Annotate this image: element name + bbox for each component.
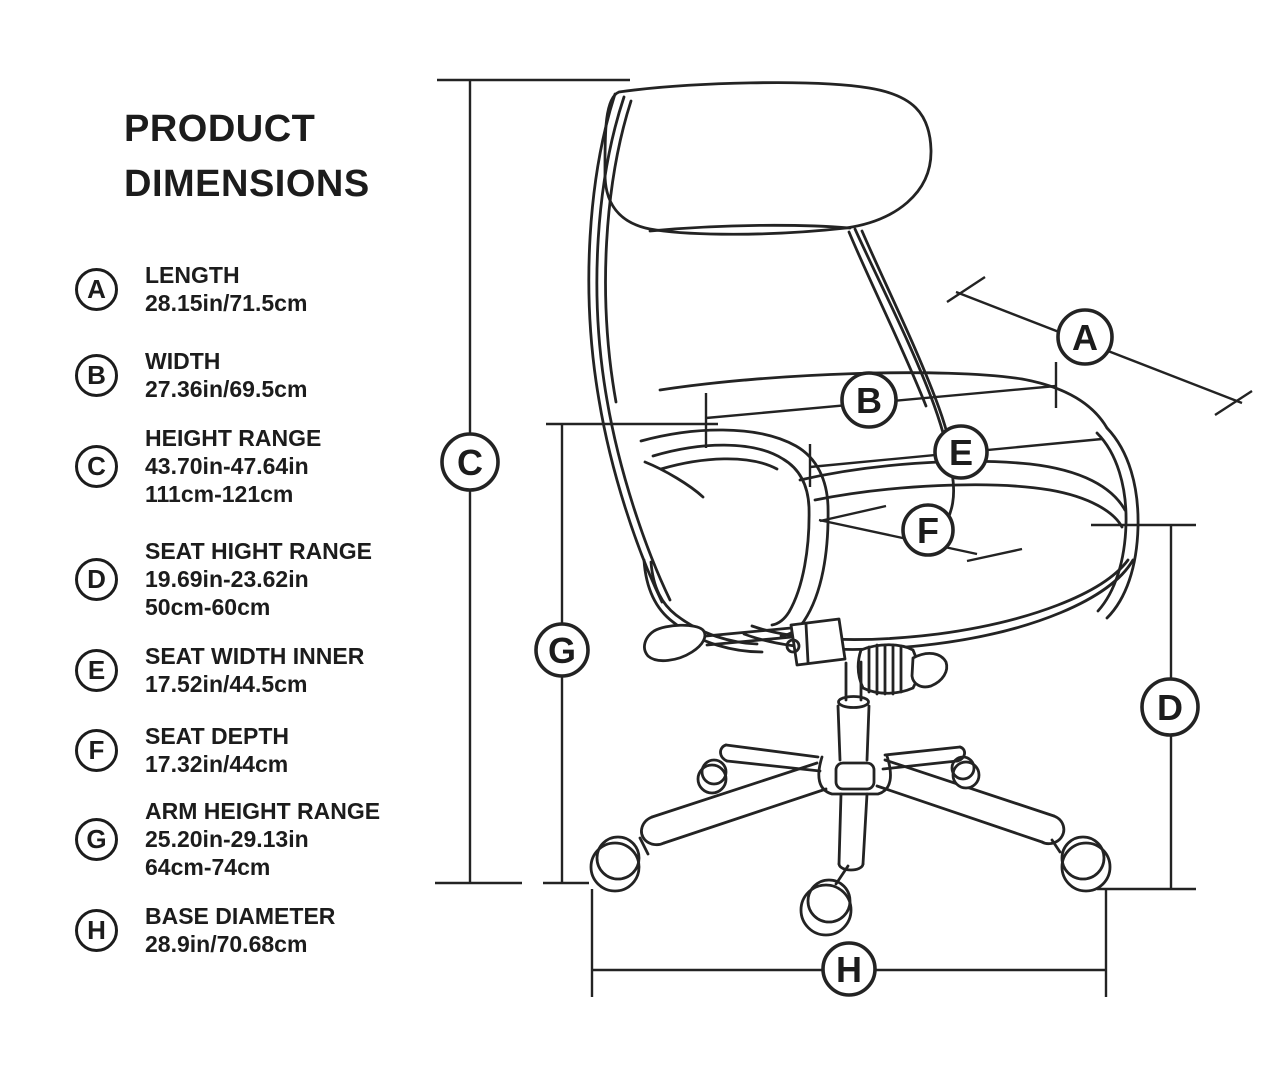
legend-text-base-diameter: BASE DIAMETER 28.9in/70.68cm bbox=[145, 902, 335, 958]
chair-backrest-frame bbox=[587, 92, 672, 604]
marker-c-letter: C bbox=[457, 442, 483, 483]
legend-letter-badge-f: F bbox=[75, 728, 118, 772]
legend-label: HEIGHT RANGE bbox=[145, 425, 322, 451]
chair-seat bbox=[642, 459, 1135, 654]
marker-c: C bbox=[440, 432, 500, 492]
chair-tilt-mechanism bbox=[643, 617, 949, 696]
chair-shoulder-edge bbox=[658, 371, 1140, 620]
marker-f: F bbox=[901, 503, 955, 557]
page-title: PRODUCT DIMENSIONS bbox=[124, 102, 370, 212]
dimension-lines bbox=[435, 78, 1253, 997]
chair-armrest bbox=[639, 428, 830, 638]
legend-letter-badge-c: C bbox=[75, 444, 118, 488]
marker-h-letter: H bbox=[836, 949, 862, 990]
legend-letter-badge-d: D bbox=[75, 557, 118, 601]
legend-label: WIDTH bbox=[145, 348, 221, 374]
marker-a: A bbox=[1056, 308, 1114, 366]
legend-item-seat-depth: F SEAT DEPTH 17.32in/44cm bbox=[75, 722, 289, 778]
legend-text-width: WIDTH 27.36in/69.5cm bbox=[145, 347, 307, 403]
legend-label: SEAT DEPTH bbox=[145, 723, 289, 749]
legend-item-base-diameter: H BASE DIAMETER 28.9in/70.68cm bbox=[75, 902, 335, 958]
marker-f-letter: F bbox=[917, 510, 939, 551]
marker-e-letter: E bbox=[949, 432, 973, 473]
chair-illustration bbox=[587, 81, 1140, 937]
chair-headrest bbox=[603, 81, 933, 236]
legend-item-seat-height-range: D SEAT HIGHT RANGE 19.69in-23.62in 50cm-… bbox=[75, 537, 372, 621]
legend-value: 19.69in-23.62in bbox=[145, 566, 309, 592]
legend-label: BASE DIAMETER bbox=[145, 903, 336, 929]
marker-d-letter: D bbox=[1157, 687, 1183, 728]
caster-wheel-rear-left bbox=[696, 763, 728, 795]
legend-text-seat-height-range: SEAT HIGHT RANGE 19.69in-23.62in 50cm-60… bbox=[145, 537, 372, 621]
marker-e: E bbox=[933, 424, 989, 480]
legend-text-arm-height-range: ARM HEIGHT RANGE 25.20in-29.13in 64cm-74… bbox=[145, 797, 380, 881]
legend-text-length: LENGTH 28.15in/71.5cm bbox=[145, 261, 307, 317]
caster-wheel-front bbox=[799, 883, 853, 937]
legend-letter-badge-e: E bbox=[75, 648, 118, 692]
legend-label: ARM HEIGHT RANGE bbox=[145, 798, 381, 824]
caster-wheel-left bbox=[589, 841, 641, 893]
legend-value: 50cm-60cm bbox=[145, 594, 271, 620]
legend-value: 111cm-121cm bbox=[145, 481, 294, 507]
marker-g-letter: G bbox=[548, 630, 576, 671]
legend-item-width: B WIDTH 27.36in/69.5cm bbox=[75, 347, 307, 403]
page-title-line1: PRODUCT bbox=[124, 108, 316, 150]
legend-text-height-range: HEIGHT RANGE 43.70in-47.64in 111cm-121cm bbox=[145, 424, 321, 508]
legend-letter-badge-a: A bbox=[75, 267, 118, 311]
legend-label: SEAT WIDTH INNER bbox=[145, 643, 365, 669]
legend-item-arm-height-range: G ARM HEIGHT RANGE 25.20in-29.13in 64cm-… bbox=[75, 797, 380, 881]
legend-text-seat-depth: SEAT DEPTH 17.32in/44cm bbox=[145, 722, 289, 778]
legend-value: 43.70in-47.64in bbox=[145, 453, 309, 479]
marker-d: D bbox=[1140, 677, 1200, 737]
chair-gas-cylinder bbox=[836, 660, 871, 762]
legend-label: LENGTH bbox=[145, 262, 240, 288]
legend-value: 28.9in/70.68cm bbox=[145, 931, 308, 957]
marker-b-letter: B bbox=[856, 380, 882, 421]
legend-letter-badge-b: B bbox=[75, 353, 118, 397]
legend-item-length: A LENGTH 28.15in/71.5cm bbox=[75, 261, 307, 317]
legend-letter-badge-h: H bbox=[75, 908, 118, 952]
legend-value: 28.15in/71.5cm bbox=[145, 290, 308, 316]
marker-b: B bbox=[840, 371, 898, 429]
legend-value: 17.32in/44cm bbox=[145, 751, 289, 777]
legend-item-seat-width-inner: E SEAT WIDTH INNER 17.52in/44.5cm bbox=[75, 642, 364, 698]
dimension-line-f bbox=[818, 504, 1023, 563]
legend-letter-badge-g: G bbox=[75, 817, 118, 861]
legend-label: SEAT HIGHT RANGE bbox=[145, 538, 373, 564]
legend-value: 25.20in-29.13in bbox=[145, 826, 309, 852]
caster-wheel-right bbox=[1060, 841, 1112, 893]
legend-text-seat-width-inner: SEAT WIDTH INNER 17.52in/44.5cm bbox=[145, 642, 364, 698]
chair-casters bbox=[589, 755, 1112, 937]
marker-h: H bbox=[821, 941, 877, 997]
legend-value: 17.52in/44.5cm bbox=[145, 671, 308, 697]
marker-a-letter: A bbox=[1072, 317, 1098, 358]
legend-item-height-range: C HEIGHT RANGE 43.70in-47.64in 111cm-121… bbox=[75, 424, 321, 508]
dimension-markers: A B C D E F G bbox=[440, 308, 1200, 997]
marker-g: G bbox=[534, 622, 590, 678]
legend-value: 64cm-74cm bbox=[145, 854, 271, 880]
legend-value: 27.36in/69.5cm bbox=[145, 376, 308, 402]
page-title-line2: DIMENSIONS bbox=[124, 163, 370, 205]
